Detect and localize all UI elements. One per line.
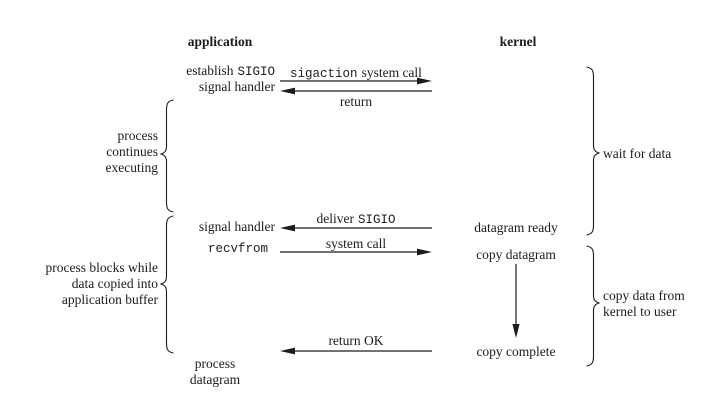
- recvfrom-code: recvfrom: [207, 242, 268, 256]
- sigaction-arrow: [280, 77, 432, 85]
- return-arrow: [280, 87, 432, 95]
- application-header: application: [187, 34, 253, 49]
- return-label: return: [339, 94, 373, 109]
- right-brace-copy-data: [586, 245, 600, 367]
- system-call-label: system call: [325, 236, 387, 251]
- copy-data-line2: kernel to user: [603, 304, 677, 319]
- signal-handler-label-2: signal handler: [198, 219, 275, 234]
- wait-for-data-annotation: wait for data: [603, 146, 672, 161]
- process-datagram-line2: datagram: [189, 372, 241, 387]
- blocks-line3: application buffer: [61, 292, 158, 307]
- deliver-sigio-code: SIGIO: [357, 213, 396, 227]
- process-datagram-line1: process: [194, 356, 236, 371]
- deliver-text: deliver: [316, 211, 354, 226]
- continues-line1: process: [117, 128, 159, 143]
- sigio-code: SIGIO: [237, 65, 275, 79]
- sigaction-suffix: system call: [361, 65, 422, 80]
- signal-handler-label-1: signal handler: [198, 79, 275, 94]
- continues-line2: continues: [106, 144, 158, 159]
- blocks-line1: process blocks while: [45, 260, 158, 275]
- system-call-arrow: [280, 248, 432, 256]
- return-ok-arrow: [280, 347, 432, 355]
- process-datagram-label: process datagram: [165, 356, 265, 388]
- left-brace-process-blocks: [160, 215, 174, 354]
- sigaction-code: sigaction: [290, 67, 358, 81]
- continues-line3: executing: [105, 160, 158, 175]
- left-brace-process-continues: [160, 99, 174, 213]
- process-blocks-annotation: process blocks while data copied into ap…: [18, 260, 158, 308]
- copy-data-annotation: copy data from kernel to user: [603, 288, 685, 320]
- return-ok-label: return OK: [328, 333, 384, 348]
- blocks-line2: data copied into: [71, 276, 158, 291]
- copy-data-line1: copy data from: [603, 288, 685, 303]
- process-continues-annotation: process continues executing: [18, 128, 158, 176]
- establish-text: establish: [186, 63, 234, 78]
- datagram-ready-label: datagram ready: [474, 220, 558, 235]
- deliver-sigio-arrow: [280, 224, 432, 232]
- copy-datagram-label: copy datagram: [476, 247, 556, 262]
- copy-complete-label: copy complete: [476, 344, 556, 359]
- right-brace-wait-for-data: [586, 66, 600, 236]
- kernel-header: kernel: [499, 34, 537, 49]
- copy-progress-arrow: [512, 264, 520, 338]
